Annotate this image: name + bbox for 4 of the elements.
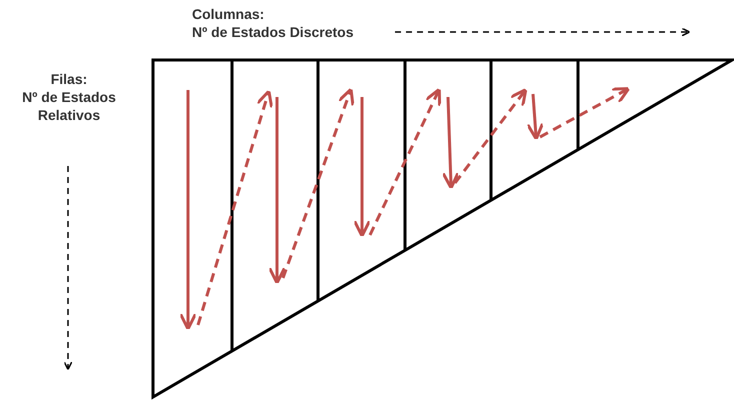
axis-description: Nº de Estados Relativos — [21, 88, 117, 124]
axis-title: Columnas: — [192, 5, 266, 23]
axis-title: Filas: — [50, 70, 88, 88]
axis-description: Nº de Estados Discretos — [192, 23, 354, 41]
